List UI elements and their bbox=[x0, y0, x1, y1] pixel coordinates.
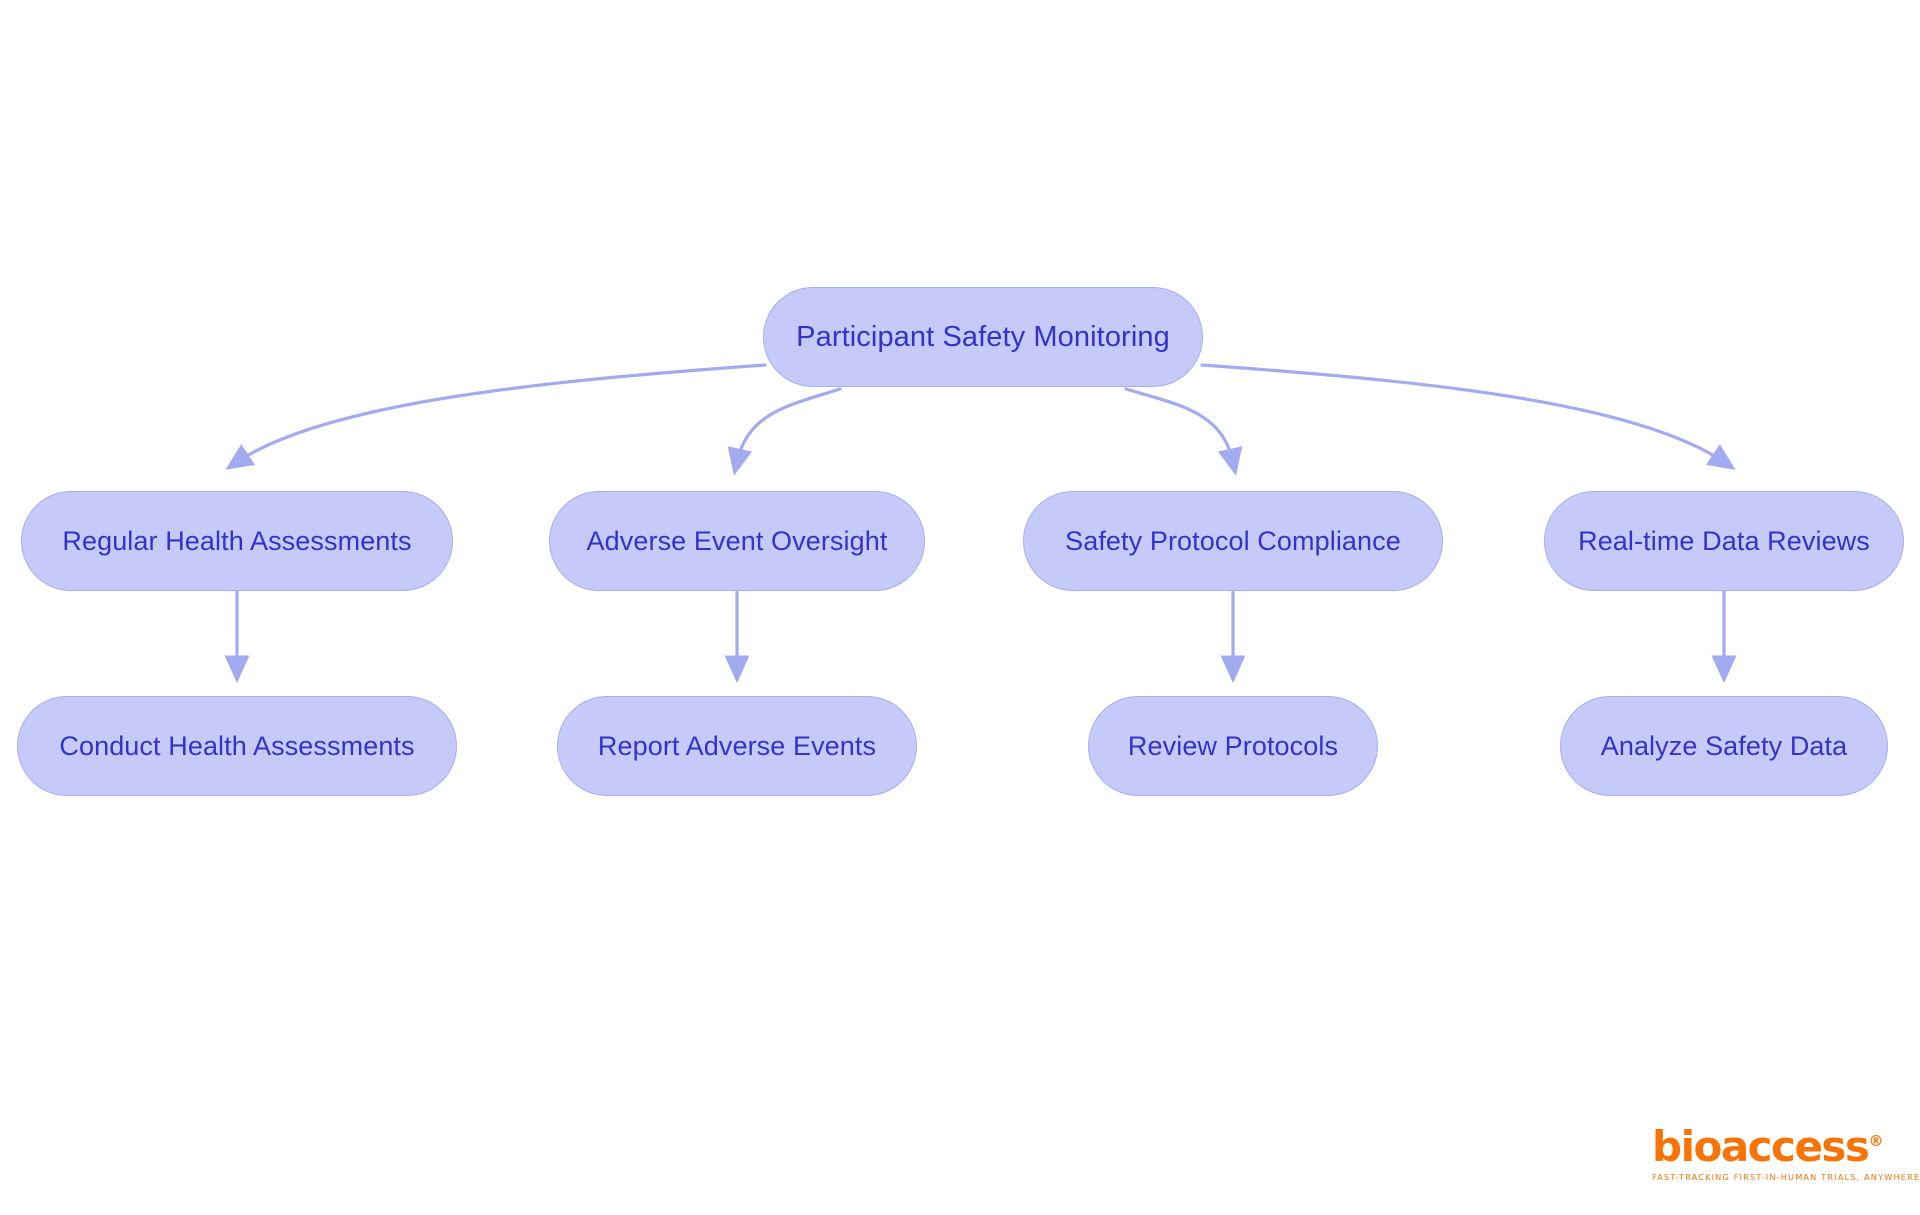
node-label: Review Protocols bbox=[1127, 730, 1339, 761]
node-review-protocols[interactable]: Review Protocols bbox=[1088, 696, 1378, 796]
edge-root-to-safety-protocol-compliance bbox=[1124, 387, 1243, 476]
edge-root-to-real-time-data-reviews bbox=[1200, 363, 1736, 470]
node-label: Participant Safety Monitoring bbox=[796, 320, 1170, 353]
node-label: Analyze Safety Data bbox=[1600, 730, 1848, 761]
node-conduct-health-assessments[interactable]: Conduct Health Assessments bbox=[17, 696, 457, 796]
bioaccess-wordmark: bioaccess® bbox=[1652, 1118, 1892, 1170]
node-safety-protocol-compliance[interactable]: Safety Protocol Compliance bbox=[1023, 491, 1443, 591]
node-regular-health-assessments[interactable]: Regular Health Assessments bbox=[21, 491, 453, 591]
node-report-adverse-events[interactable]: Report Adverse Events bbox=[557, 696, 917, 796]
node-analyze-safety-data[interactable]: Analyze Safety Data bbox=[1560, 696, 1888, 796]
node-label: Safety Protocol Compliance bbox=[1065, 525, 1401, 556]
bioaccess-tagline: FAST-TRACKING FIRST-IN-HUMAN TRIALS, ANY… bbox=[1652, 1172, 1920, 1182]
node-adverse-event-oversight[interactable]: Adverse Event Oversight bbox=[549, 491, 925, 591]
edge-root-to-regular-health-assessments bbox=[225, 363, 767, 470]
node-label: Regular Health Assessments bbox=[62, 525, 412, 556]
bioaccess-wordmark-text: bioaccess bbox=[1652, 1122, 1870, 1171]
bioaccess-logo: bioaccess® FAST-TRACKING FIRST-IN-HUMAN … bbox=[1652, 1118, 1920, 1190]
node-label: Report Adverse Events bbox=[597, 730, 877, 761]
registered-trademark-icon: ® bbox=[1868, 1132, 1884, 1150]
node-label: Real-time Data Reviews bbox=[1578, 525, 1870, 556]
node-participant-safety-monitoring[interactable]: Participant Safety Monitoring bbox=[763, 287, 1203, 387]
node-label: Conduct Health Assessments bbox=[59, 730, 415, 761]
node-label: Adverse Event Oversight bbox=[586, 525, 888, 556]
node-real-time-data-reviews[interactable]: Real-time Data Reviews bbox=[1544, 491, 1904, 591]
edge-root-to-adverse-event-oversight bbox=[727, 387, 842, 476]
